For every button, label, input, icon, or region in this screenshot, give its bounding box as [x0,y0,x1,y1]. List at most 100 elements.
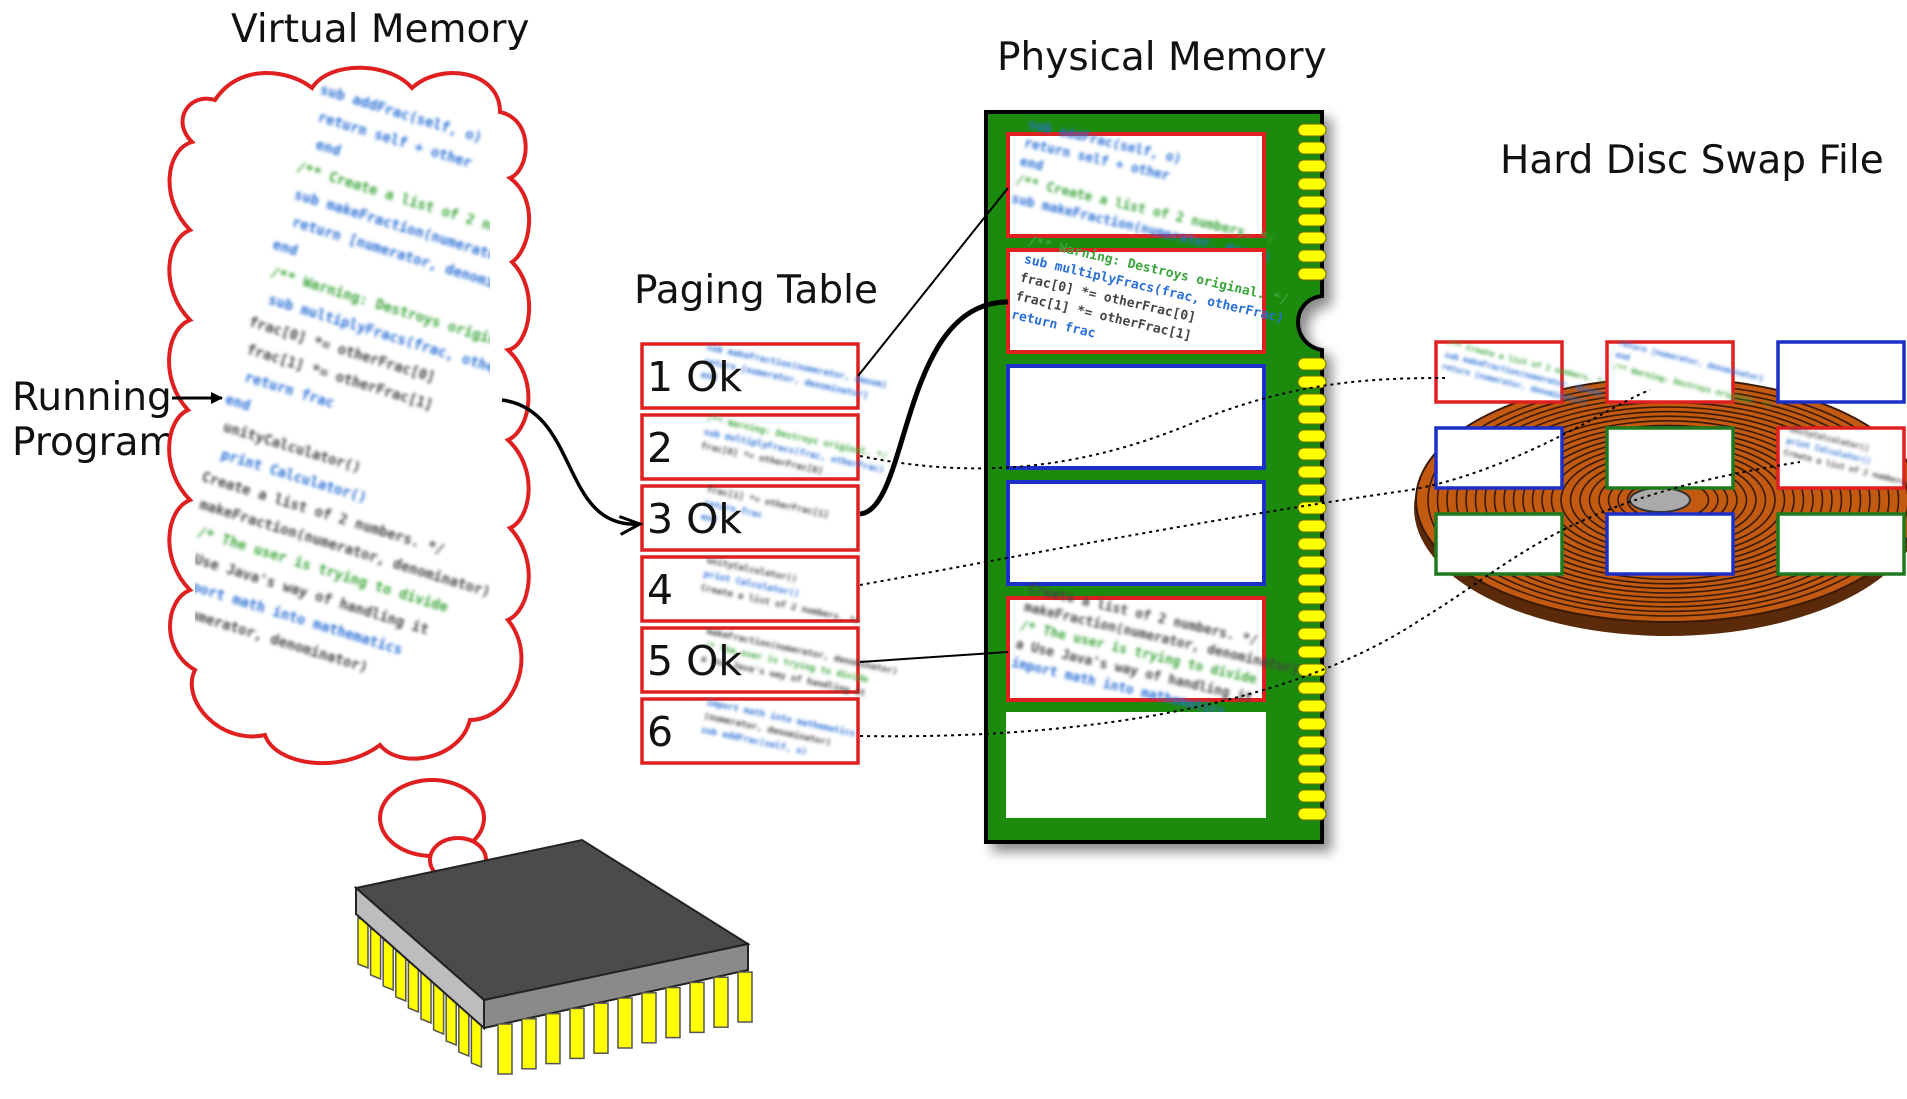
paging-table-row: /** Warning: Destroys original. */sub mu… [640,413,888,481]
ram-pin [1297,159,1327,173]
link-page4-disk1 [859,389,1651,586]
link-page5-ram4 [859,651,1009,663]
cpu-pin [395,949,407,1003]
ram-pin [1297,375,1327,389]
ram-code-line: end [1018,155,1044,175]
ram-pin [1297,609,1327,623]
cpu-pin [737,971,753,1023]
ram-pin [1297,537,1327,551]
ram-slot-frame [1006,712,1266,818]
paging-table-row-label: 2 [647,424,673,472]
disk-slot [1776,340,1906,404]
disc-spindle [1629,487,1691,513]
disk-slot: /** Create a list of 2 numbers. */sub ma… [1434,338,1608,407]
cpu-pin [641,992,657,1044]
paging-table-row: sub makeFraction(numerator, denom)return… [640,342,888,410]
disk-slot [1434,426,1564,490]
paging-table-row-label: 3 Ok [647,495,742,543]
ram-pin [1297,141,1327,155]
cpu-pin [382,938,394,992]
disc-track [1503,419,1833,580]
ram-pin [1297,753,1327,767]
physical-memory-title: Physical Memory [997,35,1327,80]
link-page1-ram0 [857,187,1009,377]
ram-pins [1297,123,1327,821]
ram-slot [1006,480,1266,586]
cpu-pin [497,1023,513,1075]
disc-track [1493,415,1843,585]
disk-slot-frame [1776,340,1906,404]
disk-slots: /** Create a list of 2 numbers. */sub ma… [1434,338,1907,576]
disk-slot-frame [1605,426,1735,490]
ram-pin [1297,357,1327,371]
ram-pin [1297,213,1327,227]
ram-pin [1297,807,1327,821]
paging-table-cell [640,342,860,410]
snippet-line: end [700,370,718,383]
cpu-pin [369,927,382,981]
ram-slot [1006,364,1266,470]
ram-pin [1297,789,1327,803]
cpu-chip [353,838,753,1075]
paging-table-title: Paging Table [634,268,878,313]
cpu-pin [617,997,633,1049]
ram-pin [1297,501,1327,515]
cpu-pin [593,1002,609,1054]
cpu-pin [357,916,369,970]
link-page3-ram1 [859,299,1009,517]
disc-track [1474,406,1862,594]
ram-pin [1297,573,1327,587]
ram-pin [1297,717,1327,731]
cpu-side-front [483,942,749,1030]
ram-pin [1297,519,1327,533]
cpu-pin [665,986,681,1039]
ram-slot-frame [1006,364,1266,470]
ram-pin [1297,231,1327,245]
ram-pin [1297,447,1327,461]
ram-pin [1297,249,1327,263]
paging-table-row-label: 6 [647,708,673,756]
ram-pin [1297,591,1327,605]
running-program-label-line2: Program [12,420,177,465]
ram-pin [1297,195,1327,209]
ram-pin [1297,177,1327,191]
disk-slot: return [numerator, denominator]end/** Wa… [1605,338,1773,410]
code-line: end [223,392,252,415]
cpu-pin [545,1012,561,1065]
ram-slot-code: /** Warning: Destroys original. */sub mu… [1010,234,1290,345]
disk-slot-frame [1605,512,1735,576]
disk-slot-frame [1776,512,1906,576]
virtual-memory-title: Virtual Memory [231,7,529,52]
virtual-to-page3-arrow [501,398,644,536]
paging-table-row-label: 5 Ok [647,637,742,685]
code-line: end [271,237,300,260]
hard-disc-title: Hard Disc Swap File [1500,138,1884,183]
ram-slot: /** Warning: Destroys original. */sub mu… [1006,234,1290,354]
ram-pin [1297,483,1327,497]
paging-table-row-label: 1 Ok [647,353,742,401]
ram-pin [1297,555,1327,569]
ram-pin [1297,429,1327,443]
ram-pin [1297,681,1327,695]
paging-table-cell [640,555,860,623]
ram-pin [1297,699,1327,713]
ram-pin [1297,465,1327,479]
disk-slot-frame [1434,426,1564,490]
running-program-label-line1: Running [12,375,172,420]
paging-table-row: import math into mathematics(numerator, … [640,697,860,765]
snippet-line: end [700,512,718,525]
disc-track [1484,410,1852,590]
code-line: end [314,137,343,160]
paging-table-cell [640,626,860,694]
hard-disc [1414,377,1907,636]
cpu-pin [521,1018,537,1070]
ram-pin [1297,663,1327,677]
ram-slot: Create a list of 2 numbers. */makeFracti… [1006,582,1301,719]
ram-pin [1297,627,1327,641]
ram-slot-frame [1006,132,1266,238]
disk-slot [1605,512,1735,576]
disk-slot [1605,426,1735,490]
paging-table-cell [640,413,860,481]
